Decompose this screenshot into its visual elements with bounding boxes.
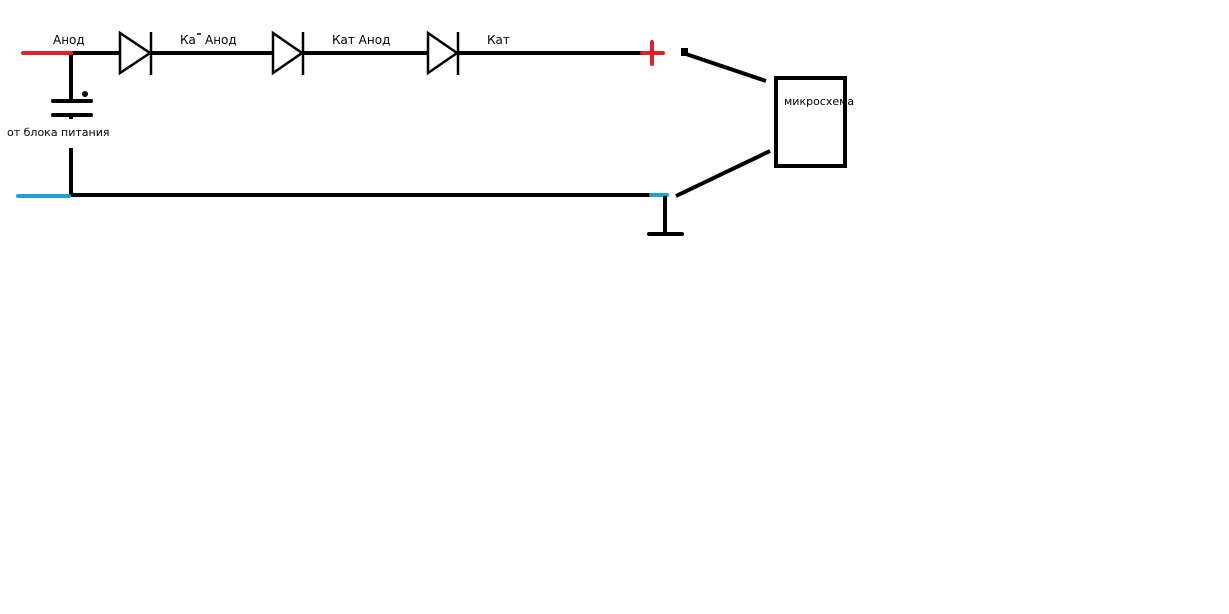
label-cathode-anode: Кат Анод	[332, 33, 390, 47]
polarity-dot	[82, 91, 88, 97]
label-power-source: от блока питания	[7, 126, 110, 139]
plus-icon	[640, 40, 665, 66]
switch-contact	[681, 48, 688, 56]
diode-3	[426, 30, 460, 76]
label-cathode-1: Ка	[180, 33, 196, 47]
chip-box	[774, 76, 847, 168]
label-anode-1: Анод	[53, 33, 85, 47]
chip-positive-wire	[685, 52, 767, 83]
label-chip: микросхема	[784, 95, 854, 108]
diode-1	[118, 30, 153, 76]
chip-negative-wire	[675, 149, 771, 198]
diode-2	[271, 30, 305, 76]
label-cathode-3: Кат	[487, 33, 510, 47]
label-anode-2: Анод	[205, 33, 237, 47]
